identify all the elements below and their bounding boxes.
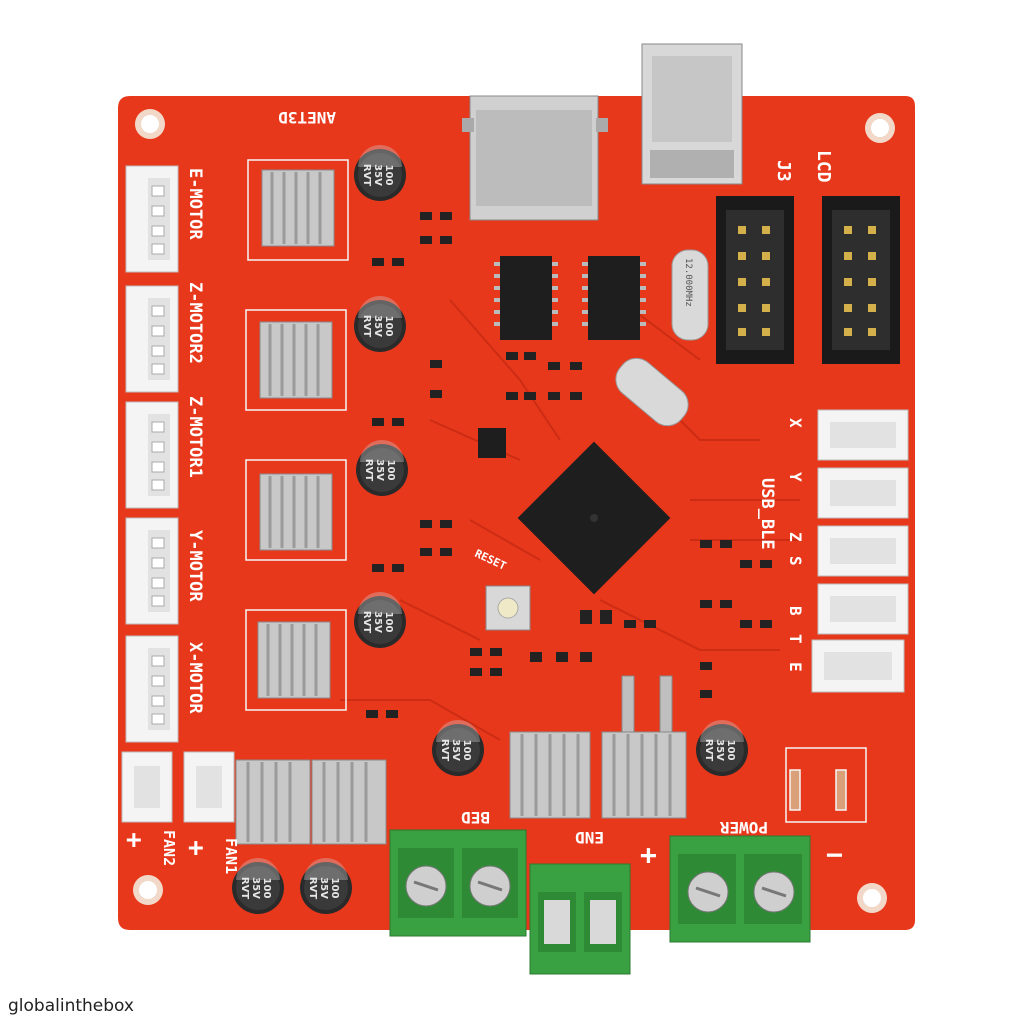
capacitor-label-3: RVT — [363, 459, 374, 481]
label-end: END — [575, 828, 604, 847]
label-endstop-s: S — [786, 556, 805, 566]
endstop-connectors — [811, 409, 909, 693]
capacitor-label-2: 35V — [318, 877, 329, 899]
label-z-motor2: Z-MOTOR2 — [185, 282, 205, 364]
label-z-motor1: Z-MOTOR1 — [185, 396, 205, 478]
usb-port — [641, 43, 743, 185]
capacitor-label-3: RVT — [361, 164, 372, 186]
capacitor-label-1: 100 — [385, 460, 396, 481]
label-y-motor: Y-MOTOR — [185, 530, 205, 602]
label-endstop-y: Y — [786, 472, 805, 482]
capacitor-label-2: 35V — [372, 315, 383, 337]
integrated-circuits — [478, 256, 671, 595]
label-e-motor: E-MOTOR — [185, 168, 205, 240]
screw-terminals — [389, 829, 811, 975]
capacitor-label-1: 100 — [329, 878, 340, 899]
capacitor-label-1: 100 — [461, 740, 472, 761]
label-fan2: FAN2 — [160, 830, 178, 866]
motor-connectors — [125, 165, 179, 743]
reset-button-component — [485, 585, 531, 631]
capacitor-label-1: 100 — [383, 165, 394, 186]
label-power-minus: − — [826, 838, 843, 871]
silkscreen: ANET3D E-MOTOR Z-MOTOR2 Z-MOTOR1 Y-MOTOR… — [126, 108, 843, 874]
board-name: ANET3D — [278, 108, 336, 127]
mosfet-heatsinks — [235, 675, 687, 845]
fuse-parts — [785, 747, 867, 823]
stepper-heatsinks — [257, 169, 335, 699]
capacitors — [232, 145, 748, 914]
label-x-motor: X-MOTOR — [185, 642, 205, 714]
capacitor-label-3: RVT — [307, 877, 318, 899]
label-power-plus: + — [640, 838, 657, 871]
pcb-board — [118, 96, 915, 930]
label-usb-ble: USB_BLE — [757, 478, 777, 550]
label-endstop-t: T — [786, 634, 805, 644]
fan-connectors — [121, 751, 235, 823]
label-fan1-plus: + — [188, 833, 204, 863]
capacitor-label-1: 100 — [261, 878, 272, 899]
capacitor-label-2: 35V — [372, 164, 383, 186]
capacitor-label-1: 100 — [383, 316, 394, 337]
smd-components — [366, 212, 772, 718]
label-endstop-b: B — [786, 606, 805, 616]
capacitor-label-3: RVT — [361, 611, 372, 633]
capacitor-label-3: RVT — [703, 739, 714, 761]
capacitor-label-2: 35V — [250, 877, 261, 899]
idc-headers — [716, 196, 900, 364]
capacitor-label-3: RVT — [439, 739, 450, 761]
label-fan1: FAN1 — [222, 838, 240, 874]
capacitor-label-2: 35V — [372, 611, 383, 633]
label-crystal: 12.000MHz — [683, 258, 693, 307]
label-fan2-plus: + — [126, 825, 142, 855]
sd-card-slot — [462, 95, 608, 221]
crystals — [615, 249, 709, 427]
capacitor-label-1: 100 — [725, 740, 736, 761]
mounting-holes — [133, 109, 895, 913]
label-endstop-e: E — [786, 662, 805, 672]
capacitor-label-2: 35V — [450, 739, 461, 761]
label-lcd: LCD — [813, 150, 834, 183]
label-bed: BED — [461, 808, 490, 827]
capacitor-label-3: RVT — [361, 315, 372, 337]
capacitor-label-2: 35V — [714, 739, 725, 761]
capacitor-label-2: 35V — [374, 459, 385, 481]
capacitor-label-1: 100 — [383, 612, 394, 633]
stepper-driver-outlines — [245, 159, 349, 711]
label-endstop-z: Z — [786, 532, 805, 542]
label-endstop-x: X — [786, 418, 805, 428]
label-j3: J3 — [773, 160, 794, 182]
label-power: POWER — [719, 818, 768, 837]
watermark: globalinthebox — [8, 996, 134, 1016]
capacitor-label-3: RVT — [239, 877, 250, 899]
